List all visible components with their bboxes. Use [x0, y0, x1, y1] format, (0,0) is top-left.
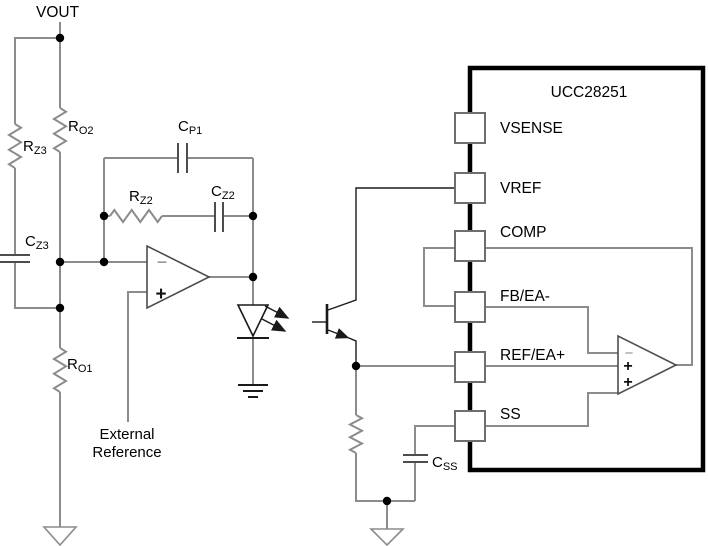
capacitor-cz3 — [0, 254, 30, 263]
transistor-emitter-arrow — [327, 328, 350, 339]
wire-comp-to-ea-output — [485, 247, 693, 366]
ground-triangle-middle — [369, 528, 405, 546]
junction-rz2-left — [99, 211, 109, 221]
label-rz3: RZ3 — [23, 138, 47, 157]
pin-box-refea — [454, 351, 486, 383]
error-amp-plus-top-sign: + — [623, 358, 632, 375]
pin-label-ss: SS — [500, 406, 521, 423]
pin-label-comp: COMP — [500, 224, 547, 241]
ic-title: UCC28251 — [551, 84, 628, 101]
labels: VOUT RZ3 RO2 CZ3 RO1 CP1 RZ2 CZ2 CSS Ext… — [23, 4, 627, 473]
opamp-minus-sign: − — [157, 252, 168, 272]
label-ro2: RO2 — [68, 118, 94, 137]
junction-divider-tap — [55, 257, 65, 267]
optocoupler-led — [236, 304, 290, 398]
wire-z3-branch — [14, 168, 60, 309]
label-rz2: RZ2 — [129, 188, 153, 207]
junction-vout — [55, 33, 65, 43]
wire-divider-feedback-node — [59, 152, 147, 348]
junction-inverting-input — [99, 257, 109, 267]
net-label-vout: VOUT — [36, 4, 80, 21]
wire-css — [414, 425, 455, 501]
label-cz2: CZ2 — [211, 183, 235, 202]
transistor-collector-to-vref — [327, 187, 455, 311]
resistor-rz3 — [7, 123, 23, 169]
pin-box-vsense — [454, 112, 486, 144]
wire-comp-to-fbea-external — [423, 247, 455, 307]
wire-ss-to-ea-input — [485, 392, 618, 427]
led-triangle — [236, 304, 270, 338]
wire-emitter-node — [355, 365, 455, 529]
resistor-ro1 — [52, 347, 68, 393]
opamp-triangle — [146, 244, 211, 310]
annotation-reference: Reference — [92, 444, 161, 461]
junction-dots — [55, 33, 392, 506]
capacitors — [0, 143, 428, 463]
error-amp-triangle — [617, 334, 678, 396]
label-ro1: RO1 — [67, 356, 93, 375]
label-css: CSS — [432, 454, 458, 473]
optocoupler-transistor — [312, 187, 455, 366]
label-cz3: CZ3 — [25, 233, 49, 252]
label-cp1: CP1 — [178, 118, 202, 137]
pin-box-vref — [454, 172, 486, 204]
wire-external-reference — [127, 291, 147, 422]
pin-box-comp — [454, 230, 486, 262]
capacitor-cp1 — [177, 143, 188, 173]
capacitor-cz2 — [214, 202, 224, 232]
ic-body-ucc28251 — [467, 65, 706, 473]
transistor-emitter-lead — [347, 336, 357, 366]
resistor-bias — [347, 414, 365, 454]
pin-box-ss — [454, 410, 486, 442]
pin-label-fbea: FB/EA- — [500, 288, 550, 305]
annotation-external: External — [99, 426, 154, 443]
opamp-plus-sign: + — [155, 284, 166, 305]
ground-triangle-left — [42, 526, 78, 546]
wire-fbea-to-ea-inverting — [485, 306, 618, 354]
light-arrow-2 — [261, 318, 287, 332]
junction-ground-middle — [382, 496, 392, 506]
capacitor-css — [403, 454, 428, 463]
resistor-ro2 — [52, 107, 68, 153]
pin-label-vref: VREF — [500, 180, 541, 197]
junction-opamp-output — [248, 272, 258, 282]
pin-label-refea: REF/EA+ — [500, 347, 565, 364]
opamp-external: − + — [146, 244, 211, 310]
pin-box-fbea — [454, 291, 486, 323]
error-amp-internal: − + + — [617, 334, 678, 396]
junction-z3 — [55, 303, 65, 313]
wires — [14, 22, 693, 529]
error-amp-minus-sign: − — [625, 345, 634, 362]
resistor-rz2 — [109, 208, 163, 224]
pin-label-vsense: VSENSE — [500, 120, 563, 137]
resistors — [7, 107, 365, 454]
earth-ground-led — [238, 384, 268, 398]
junction-emitter — [351, 361, 361, 371]
light-arrow-1 — [264, 305, 290, 319]
error-amp-plus-bottom-sign: + — [623, 374, 632, 391]
ic-pin-boxes — [454, 112, 486, 442]
junction-cz2-right — [248, 211, 258, 221]
wire-vout-net — [14, 22, 61, 124]
